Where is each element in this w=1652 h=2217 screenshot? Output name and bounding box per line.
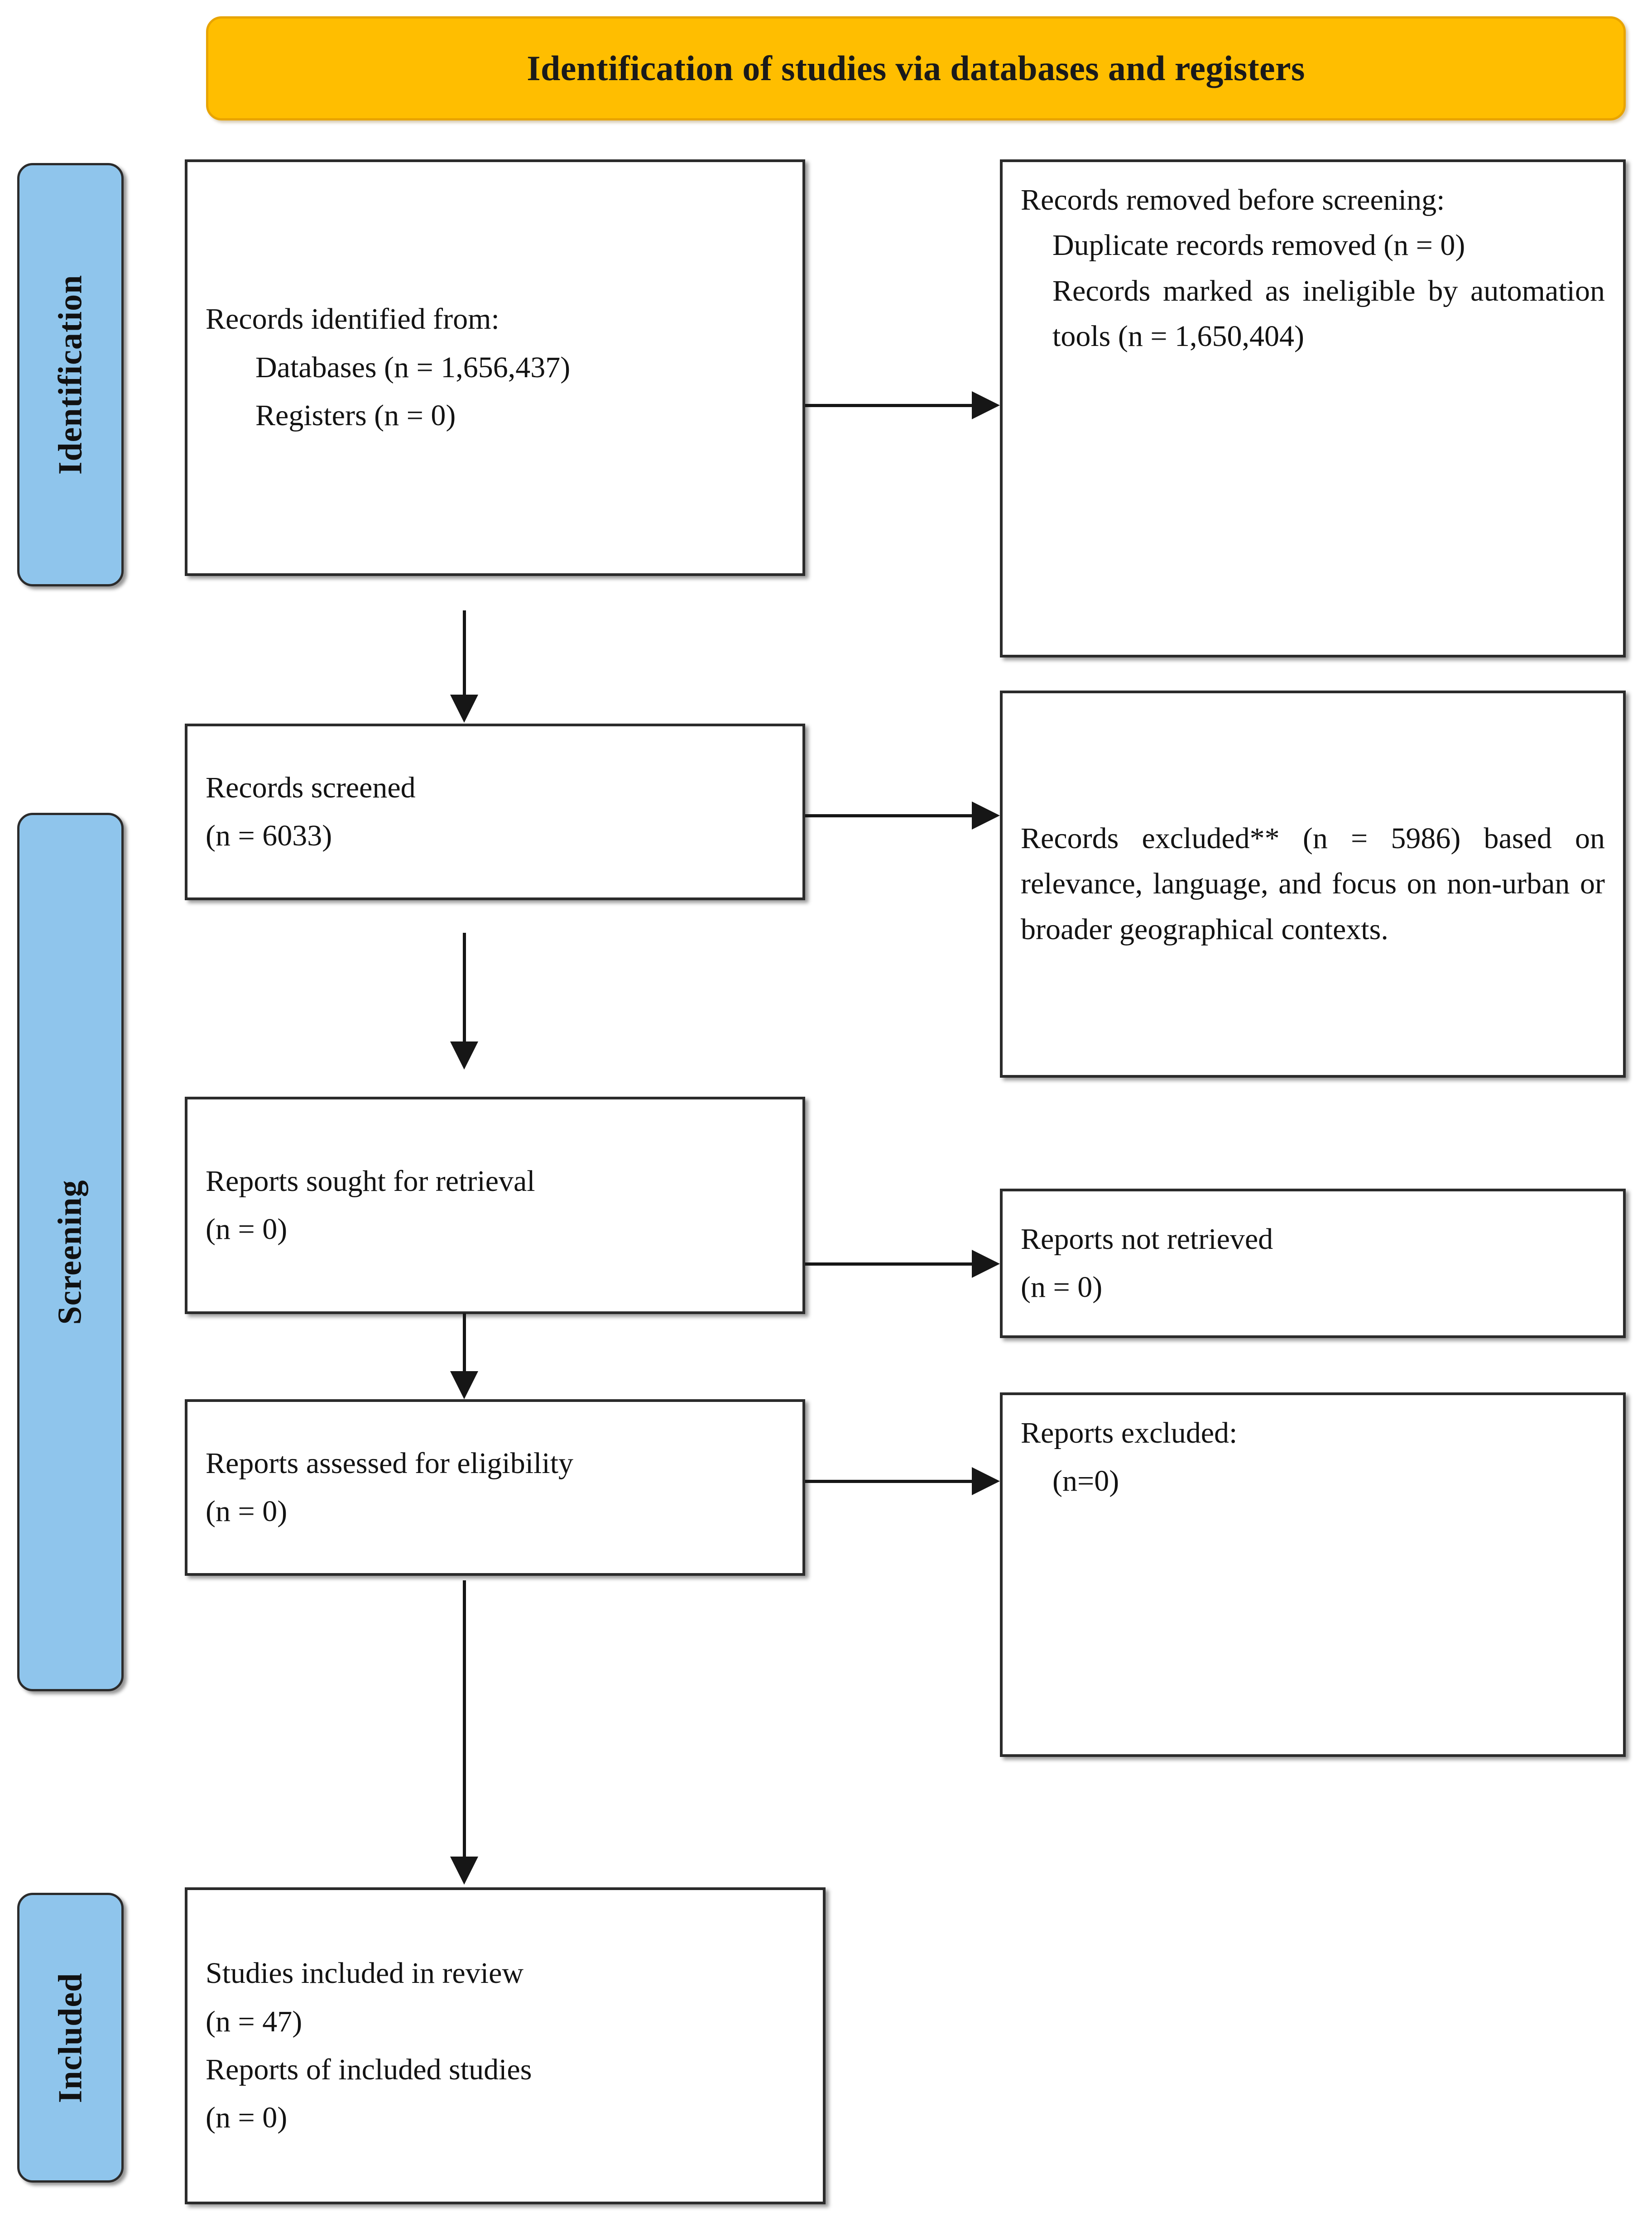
arrow-head [972,1467,1000,1495]
arrow-head [450,1371,478,1399]
arrow-head [972,1250,1000,1278]
records-excluded-text: Records excluded** (n = 5986) based on r… [1021,822,1605,946]
records-identified-line-1: Records identified from: [206,302,499,336]
records-removed-line-2: Duplicate records removed (n = 0) [1052,229,1465,262]
studies-included-line-3: Reports of included studies [206,2053,532,2087]
arrow-shaft [463,933,466,1041]
arrow-assessed-to-included [450,1580,478,1885]
arrow-shaft [805,1262,974,1266]
records-removed-line-3: Records marked as ineligible by automati… [1052,274,1605,353]
box-records-screened: Records screened (n = 6033) [185,724,805,900]
box-studies-included: Studies included in review (n = 47) Repo… [185,1887,826,2204]
reports-assessed-line-2: (n = 0) [206,1495,288,1528]
box-reports-sought: Reports sought for retrieval (n = 0) [185,1097,805,1314]
reports-not-retrieved-line-1: Reports not retrieved [1021,1222,1273,1256]
box-reports-excluded: Reports excluded: (n=0) [1000,1392,1626,1757]
arrow-shaft [463,1580,466,1857]
arrow-sought-to-not-retrieved [805,1250,1000,1278]
arrow-shaft [463,610,466,695]
arrow-identified-to-removed [805,391,1000,419]
diagram-header-banner: Identification of studies via databases … [206,16,1626,120]
studies-included-line-4: (n = 0) [206,2101,288,2135]
arrow-shaft [805,404,974,407]
studies-included-line-1: Studies included in review [206,1957,524,1990]
records-removed-line-1: Records removed before screening: [1021,183,1445,216]
records-screened-line-1: Records screened [206,771,416,804]
arrow-sought-to-assessed [450,1313,478,1399]
box-records-removed: Records removed before screening: Duplic… [1000,159,1626,657]
reports-not-retrieved-line-2: (n = 0) [1021,1271,1103,1304]
reports-excluded-line-1: Reports excluded: [1021,1416,1238,1449]
box-records-identified: Records identified from: Databases (n = … [185,159,805,576]
reports-excluded-line-2: (n=0) [1052,1464,1119,1498]
box-reports-assessed: Reports assessed for eligibility (n = 0) [185,1399,805,1576]
arrow-head [450,1857,478,1885]
stage-tab-identification-label: Identification [52,274,89,475]
stage-tab-included-label: Included [52,1972,89,2103]
arrow-head [972,801,1000,830]
records-screened-line-2: (n = 6033) [206,819,332,853]
arrow-shaft [463,1313,466,1371]
arrow-head [972,391,1000,419]
arrow-screened-to-sought [450,933,478,1070]
arrow-shaft [805,814,974,817]
studies-included-line-2: (n = 47) [206,2005,303,2038]
arrow-shaft [805,1480,974,1483]
records-identified-line-2: Databases (n = 1,656,437) [255,350,571,384]
page-title: Identification of studies via databases … [527,48,1305,88]
stage-tab-included: Included [17,1893,124,2183]
arrow-assessed-to-reports-excluded [805,1467,1000,1495]
arrow-identified-to-screened [450,610,478,723]
reports-sought-line-2: (n = 0) [206,1213,288,1246]
box-records-excluded: Records excluded** (n = 5986) based on r… [1000,691,1626,1078]
arrow-head [450,1041,478,1070]
reports-assessed-line-1: Reports assessed for eligibility [206,1446,574,1480]
box-reports-not-retrieved: Reports not retrieved (n = 0) [1000,1189,1626,1338]
arrow-screened-to-excluded [805,801,1000,830]
stage-tab-identification: Identification [17,163,124,586]
arrow-head [450,695,478,723]
records-identified-line-3: Registers (n = 0) [255,399,456,432]
reports-sought-line-1: Reports sought for retrieval [206,1164,535,1198]
stage-tab-screening-label: Screening [52,1179,89,1325]
stage-tab-screening: Screening [17,813,124,1691]
